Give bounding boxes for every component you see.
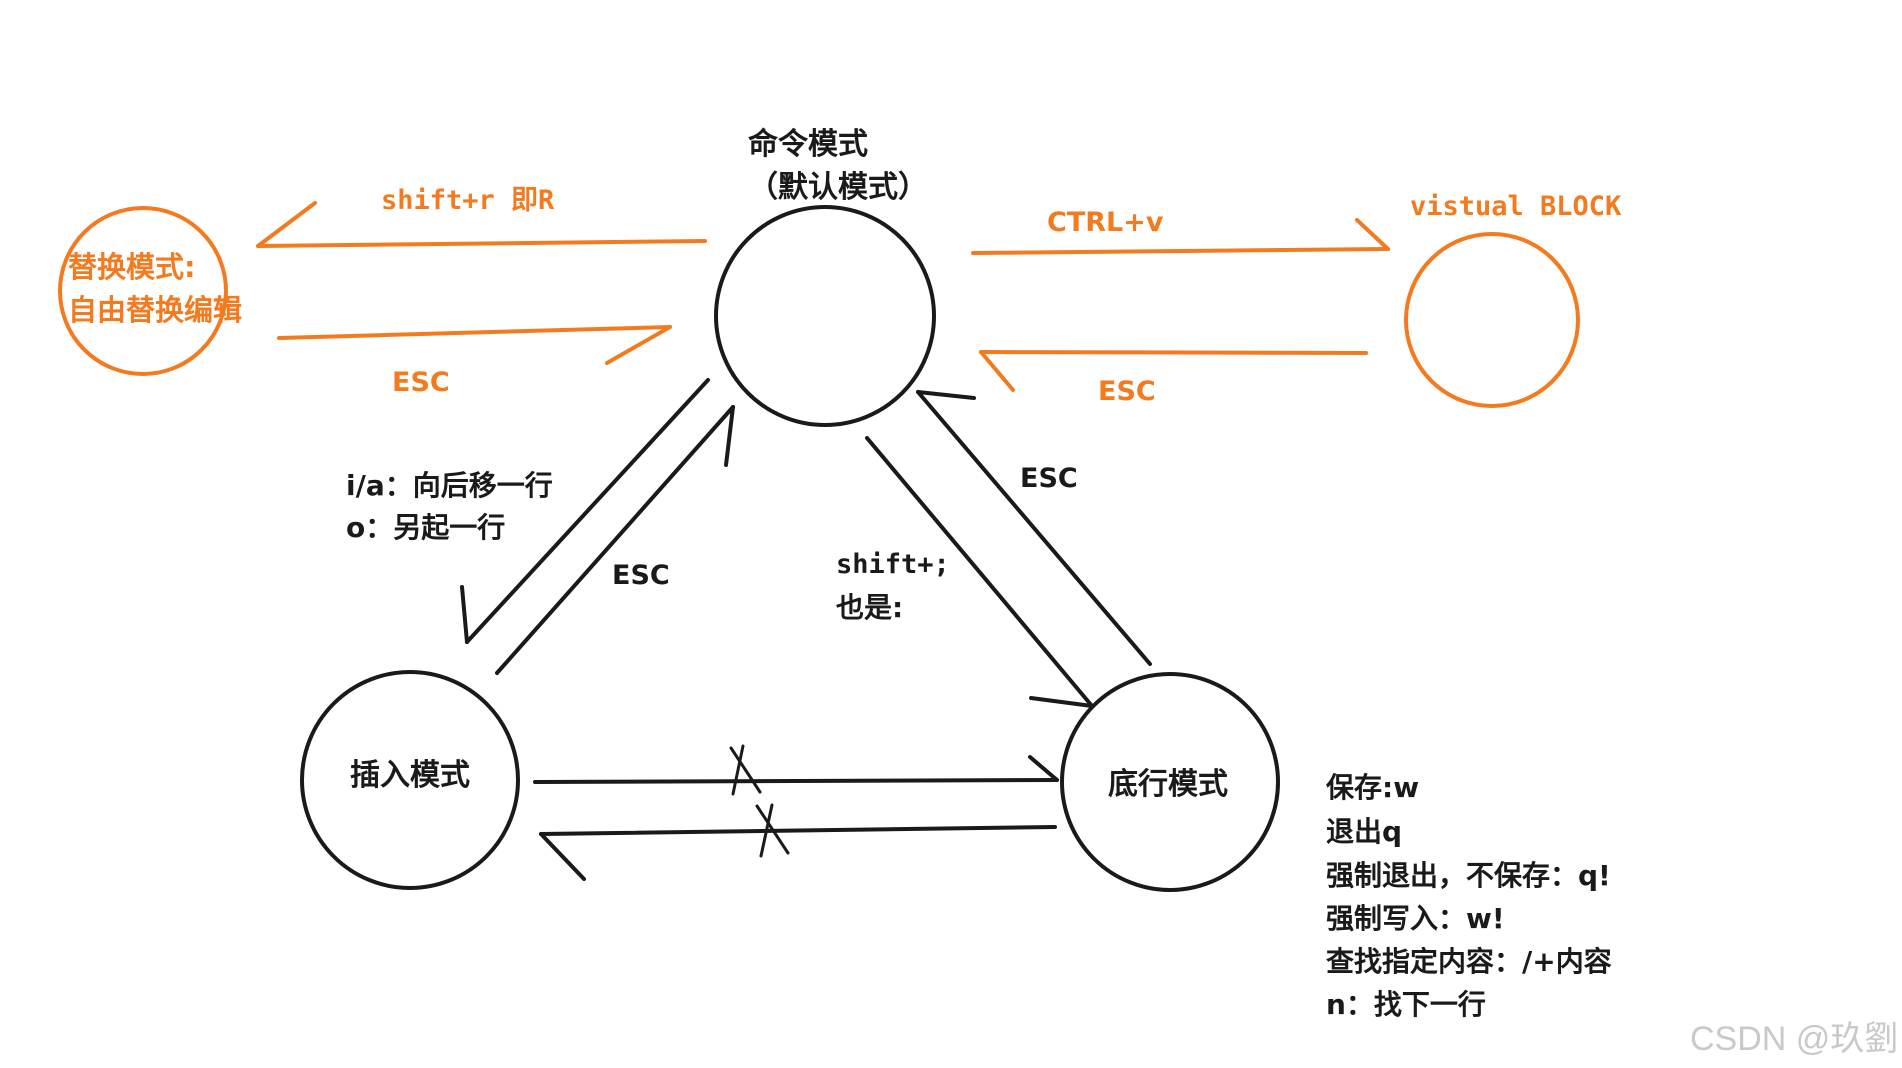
- arrow-lastline-esc: [916, 390, 1152, 666]
- lastline-command-item: 强制写入：w!: [1326, 902, 1505, 935]
- lastline-command-item: 保存:w: [1326, 771, 1420, 804]
- cross-mark-upper: [729, 744, 762, 796]
- edge-label-insert-keys-line2: o：另起一行: [346, 511, 506, 544]
- command-mode-title: 命令模式: [748, 127, 868, 162]
- lastline-mode-circle: [1060, 672, 1280, 892]
- replace-mode-circle: [58, 206, 228, 376]
- visual-block-title: vistual BLOCK: [1410, 191, 1622, 222]
- visual-block-circle: [1404, 232, 1580, 408]
- edge-label-ctrl-v: CTRL+v: [1047, 207, 1164, 238]
- lastline-command-item: 查找指定内容：/+内容: [1326, 945, 1612, 978]
- arrow-lastline-to-insert-blocked: [539, 825, 1057, 881]
- lastline-command-item: 强制退出，不保存：q!: [1326, 859, 1611, 892]
- edge-label-lastline-keys-line1: shift+;: [836, 549, 950, 580]
- arrow-replace-esc: [277, 325, 672, 365]
- lastline-command-item: 退出q: [1326, 815, 1403, 848]
- lastline-mode-title: 底行模式: [1108, 767, 1228, 802]
- command-mode-circle: [714, 205, 936, 427]
- watermark: CSDN @玖劉: [1690, 1020, 1899, 1058]
- arrow-insert-to-lastline-blocked: [533, 755, 1059, 784]
- insert-mode-title: 插入模式: [350, 758, 470, 793]
- edge-label-visual-esc: ESC: [1098, 376, 1156, 407]
- arrow-to-visual: [971, 218, 1390, 255]
- edge-label-insert-esc: ESC: [612, 560, 670, 591]
- edge-label-lastline-esc: ESC: [1020, 463, 1078, 494]
- arrow-to-lastline: [865, 436, 1094, 708]
- cross-mark-lower: [755, 803, 790, 858]
- insert-mode-circle: [300, 670, 520, 890]
- replace-mode-label-line1: 替换模式:: [68, 250, 196, 284]
- arrow-visual-esc: [979, 350, 1368, 392]
- replace-mode-label-line2: 自由替换编辑: [68, 293, 243, 327]
- edge-label-insert-keys-line1: i/a：向后移一行: [346, 469, 553, 502]
- command-mode-subtitle: （默认模式）: [748, 170, 928, 205]
- arrow-to-insert: [460, 378, 710, 644]
- arrow-insert-esc: [495, 405, 735, 675]
- lastline-command-item: n：找下一行: [1326, 988, 1486, 1021]
- arrow-to-replace: [256, 201, 707, 248]
- edge-label-lastline-keys-line2: 也是:: [836, 591, 904, 624]
- edge-label-shift-r: shift+r 即R: [381, 185, 555, 216]
- edge-label-replace-esc: ESC: [392, 367, 450, 398]
